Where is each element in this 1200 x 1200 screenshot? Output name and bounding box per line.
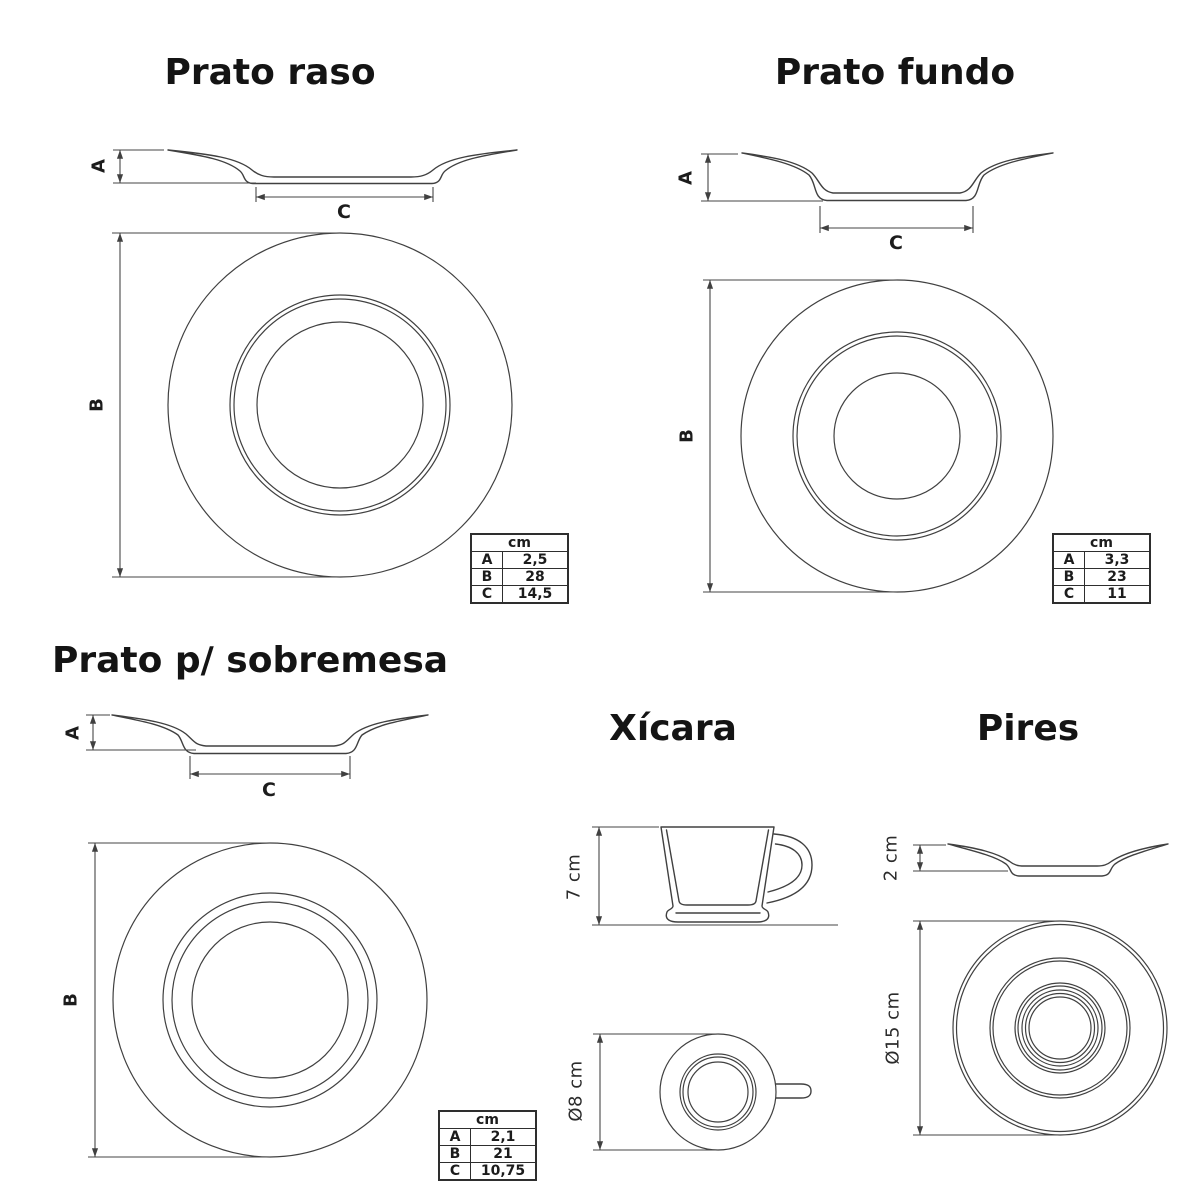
table-row: A 2,5 bbox=[470, 551, 569, 569]
raso-dim-b-label: B bbox=[86, 398, 108, 412]
dim-value: 28 bbox=[502, 568, 569, 586]
fundo-dim-c-label: C bbox=[889, 232, 903, 254]
prato-sobremesa-top-view bbox=[88, 842, 428, 1158]
xicara-title: Xícara bbox=[609, 708, 737, 749]
prato-fundo-dimensions-table: cm A 3,3 B 23 C 11 bbox=[1052, 533, 1151, 604]
saucer-profile-outline bbox=[947, 843, 1169, 877]
sobremesa-dim-a-label: A bbox=[62, 726, 84, 740]
dim-key: C bbox=[1052, 585, 1085, 604]
dim-value: 11 bbox=[1084, 585, 1151, 604]
prato-sobremesa-dimensions-table: cm A 2,1 B 21 C 10,75 bbox=[438, 1110, 537, 1181]
deep-plate-profile-outline bbox=[741, 152, 1054, 202]
prato-fundo-side-view bbox=[701, 152, 1054, 233]
prato-sobremesa-side-view bbox=[86, 714, 429, 779]
cup-inner-wall bbox=[665, 829, 770, 906]
unit-header: cm bbox=[470, 533, 569, 552]
dim-key: C bbox=[470, 585, 503, 604]
pires-title: Pires bbox=[976, 708, 1080, 749]
sobremesa-dim-c-label: C bbox=[262, 779, 276, 801]
prato-raso-dimensions-table: cm A 2,5 B 28 C 14,5 bbox=[470, 533, 569, 604]
dim-value: 2,5 bbox=[502, 551, 569, 569]
table-row: C 11 bbox=[1052, 585, 1151, 604]
dim-key: A bbox=[1052, 551, 1085, 569]
dim-value: 2,1 bbox=[470, 1128, 537, 1146]
dim-key: B bbox=[470, 568, 503, 586]
pires-diameter-label: Ø15 cm bbox=[882, 991, 904, 1065]
table-row: C 10,75 bbox=[438, 1162, 537, 1181]
cup-handle-outer bbox=[766, 833, 813, 904]
table-row: A 3,3 bbox=[1052, 551, 1151, 569]
dim-value: 3,3 bbox=[1084, 551, 1151, 569]
xicara-side-view bbox=[592, 826, 838, 926]
dessert-plate-profile-outline bbox=[111, 714, 429, 755]
fundo-dim-b-label: B bbox=[676, 429, 698, 443]
cup-handle-top-view bbox=[775, 1083, 812, 1099]
dim-key: B bbox=[1052, 568, 1085, 586]
dim-key: A bbox=[470, 551, 503, 569]
unit-header: cm bbox=[1052, 533, 1151, 552]
prato-raso-side-view bbox=[113, 149, 518, 202]
dim-key: C bbox=[438, 1162, 471, 1181]
raso-dim-c-label: C bbox=[337, 201, 351, 223]
prato-fundo-title: Prato fundo bbox=[774, 52, 1016, 93]
table-row: B 21 bbox=[438, 1145, 537, 1163]
plate-profile-outline bbox=[167, 149, 518, 185]
dim-key: B bbox=[438, 1145, 471, 1163]
prato-raso-top-view bbox=[112, 232, 513, 578]
pires-height-label: 2 cm bbox=[880, 834, 902, 882]
dim-key: A bbox=[438, 1128, 471, 1146]
pires-top-view bbox=[913, 920, 1168, 1136]
pires-side-view bbox=[913, 843, 1169, 877]
prato-fundo-top-view bbox=[703, 279, 1054, 593]
unit-header: cm bbox=[438, 1110, 537, 1129]
dim-value: 23 bbox=[1084, 568, 1151, 586]
xicara-height-label: 7 cm bbox=[563, 853, 585, 901]
cup-body-outline bbox=[660, 826, 775, 923]
table-row: C 14,5 bbox=[470, 585, 569, 604]
dim-value: 10,75 bbox=[470, 1162, 537, 1181]
cup-handle-inner bbox=[767, 843, 803, 893]
prato-raso-title: Prato raso bbox=[164, 52, 376, 93]
xicara-diameter-label: Ø8 cm bbox=[565, 1060, 587, 1122]
prato-sobremesa-title: Prato p/ sobremesa bbox=[51, 640, 449, 681]
dim-value: 21 bbox=[470, 1145, 537, 1163]
fundo-dim-a-label: A bbox=[675, 171, 697, 185]
raso-dim-a-label: A bbox=[88, 159, 110, 173]
sobremesa-dim-b-label: B bbox=[60, 993, 82, 1007]
table-row: B 23 bbox=[1052, 568, 1151, 586]
table-row: B 28 bbox=[470, 568, 569, 586]
xicara-top-view bbox=[593, 1033, 812, 1151]
dim-value: 14,5 bbox=[502, 585, 569, 604]
table-row: A 2,1 bbox=[438, 1128, 537, 1146]
